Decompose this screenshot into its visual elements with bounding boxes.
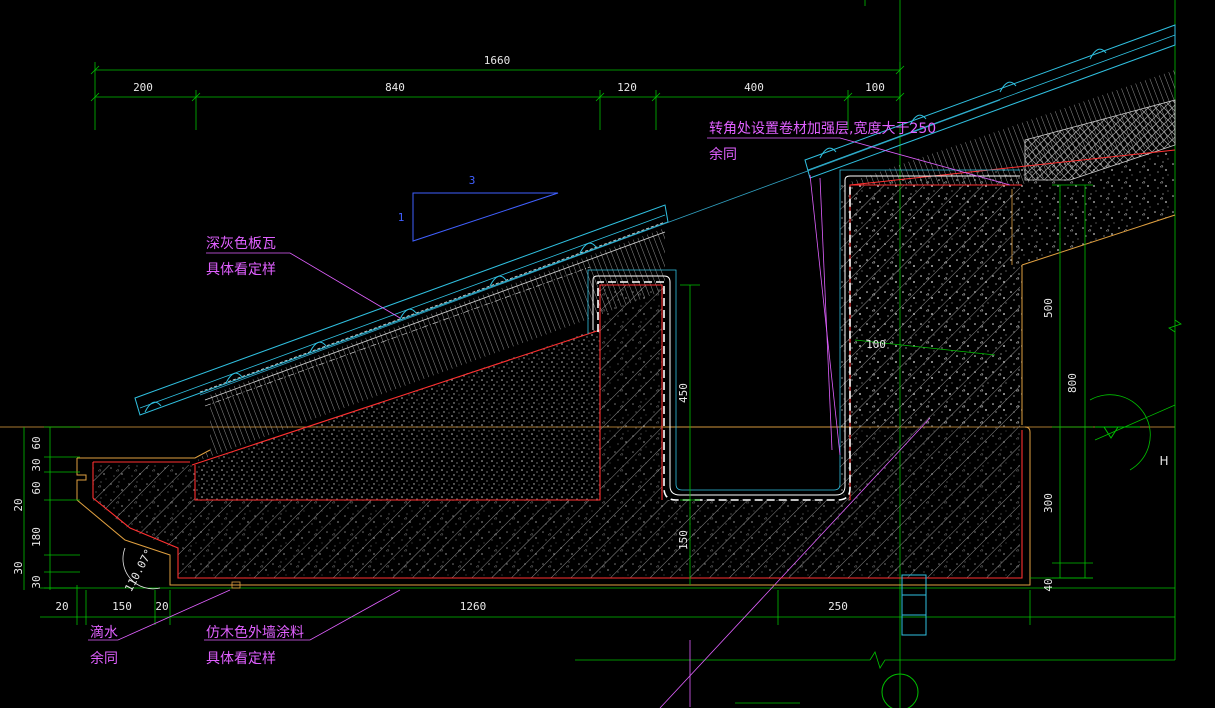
annotation-leaders bbox=[88, 137, 1011, 641]
dim-bottom-3: 20 bbox=[155, 600, 168, 613]
elevation-label: H bbox=[1159, 454, 1168, 468]
dim-top-segment-5: 100 bbox=[865, 81, 885, 94]
dim-right-3: 300 bbox=[1042, 493, 1055, 513]
concrete-body bbox=[76, 184, 1031, 589]
bottom-dimension-lines bbox=[76, 585, 1031, 625]
dim-right-2: 800 bbox=[1066, 373, 1079, 393]
dim-top-segment-2: 840 bbox=[385, 81, 405, 94]
slope-rise-label: 1 bbox=[398, 211, 405, 224]
gutter-waterproof-layer bbox=[587, 169, 1020, 501]
dim-left-5: 180 bbox=[30, 527, 43, 547]
note-drip-line2: 余同 bbox=[90, 650, 118, 667]
dim-angle: 110.07° bbox=[122, 547, 155, 594]
elevation-marker bbox=[1089, 394, 1151, 471]
dim-left-7: 30 bbox=[30, 575, 43, 588]
note-coating-line2: 具体看定样 bbox=[206, 651, 276, 667]
note-coating-line1: 仿木色外墙涂料 bbox=[206, 624, 304, 641]
dim-right-1: 500 bbox=[1042, 298, 1055, 318]
dim-bottom-2: 150 bbox=[112, 600, 132, 613]
note-tile-line1: 深灰色板瓦 bbox=[206, 235, 276, 252]
dim-bottom-5: 250 bbox=[828, 600, 848, 613]
note-drip-line1: 滴水 bbox=[90, 624, 118, 641]
note-corner-line1: 转角处设置卷材加强层,宽度大于250 bbox=[709, 120, 936, 137]
dim-top-segment-4: 400 bbox=[744, 81, 764, 94]
downpipe bbox=[901, 574, 927, 636]
dim-left-1: 60 bbox=[30, 436, 43, 449]
dim-left-4: 20 bbox=[12, 498, 25, 511]
dim-right-4: 40 bbox=[1042, 578, 1055, 591]
slope-triangle bbox=[412, 192, 559, 242]
left-dimension-lines bbox=[23, 426, 80, 590]
dim-top-segment-1: 200 bbox=[133, 81, 153, 94]
top-dimension-lines bbox=[90, 62, 905, 130]
dim-left-6: 30 bbox=[12, 561, 25, 574]
dim-wall-offset: 100 bbox=[866, 338, 886, 351]
dim-bottom-1: 20 bbox=[55, 600, 68, 613]
note-corner-line2: 余同 bbox=[709, 146, 737, 163]
dim-left-2: 30 bbox=[30, 458, 43, 471]
slope-run-label: 3 bbox=[469, 174, 476, 187]
dim-top-overall: 1660 bbox=[484, 54, 511, 67]
dim-left-3: 60 bbox=[30, 481, 43, 494]
angle-arc bbox=[122, 547, 161, 590]
dim-gutter-depth: 450 bbox=[677, 383, 690, 403]
roof-layers-left bbox=[134, 99, 1001, 462]
dim-bottom-4: 1260 bbox=[460, 600, 487, 613]
gutter-dimension-lines bbox=[680, 284, 996, 585]
dim-top-segment-3: 120 bbox=[617, 81, 637, 94]
dim-gutter-bottom: 150 bbox=[677, 530, 690, 550]
note-tile-line2: 具体看定样 bbox=[206, 262, 276, 278]
